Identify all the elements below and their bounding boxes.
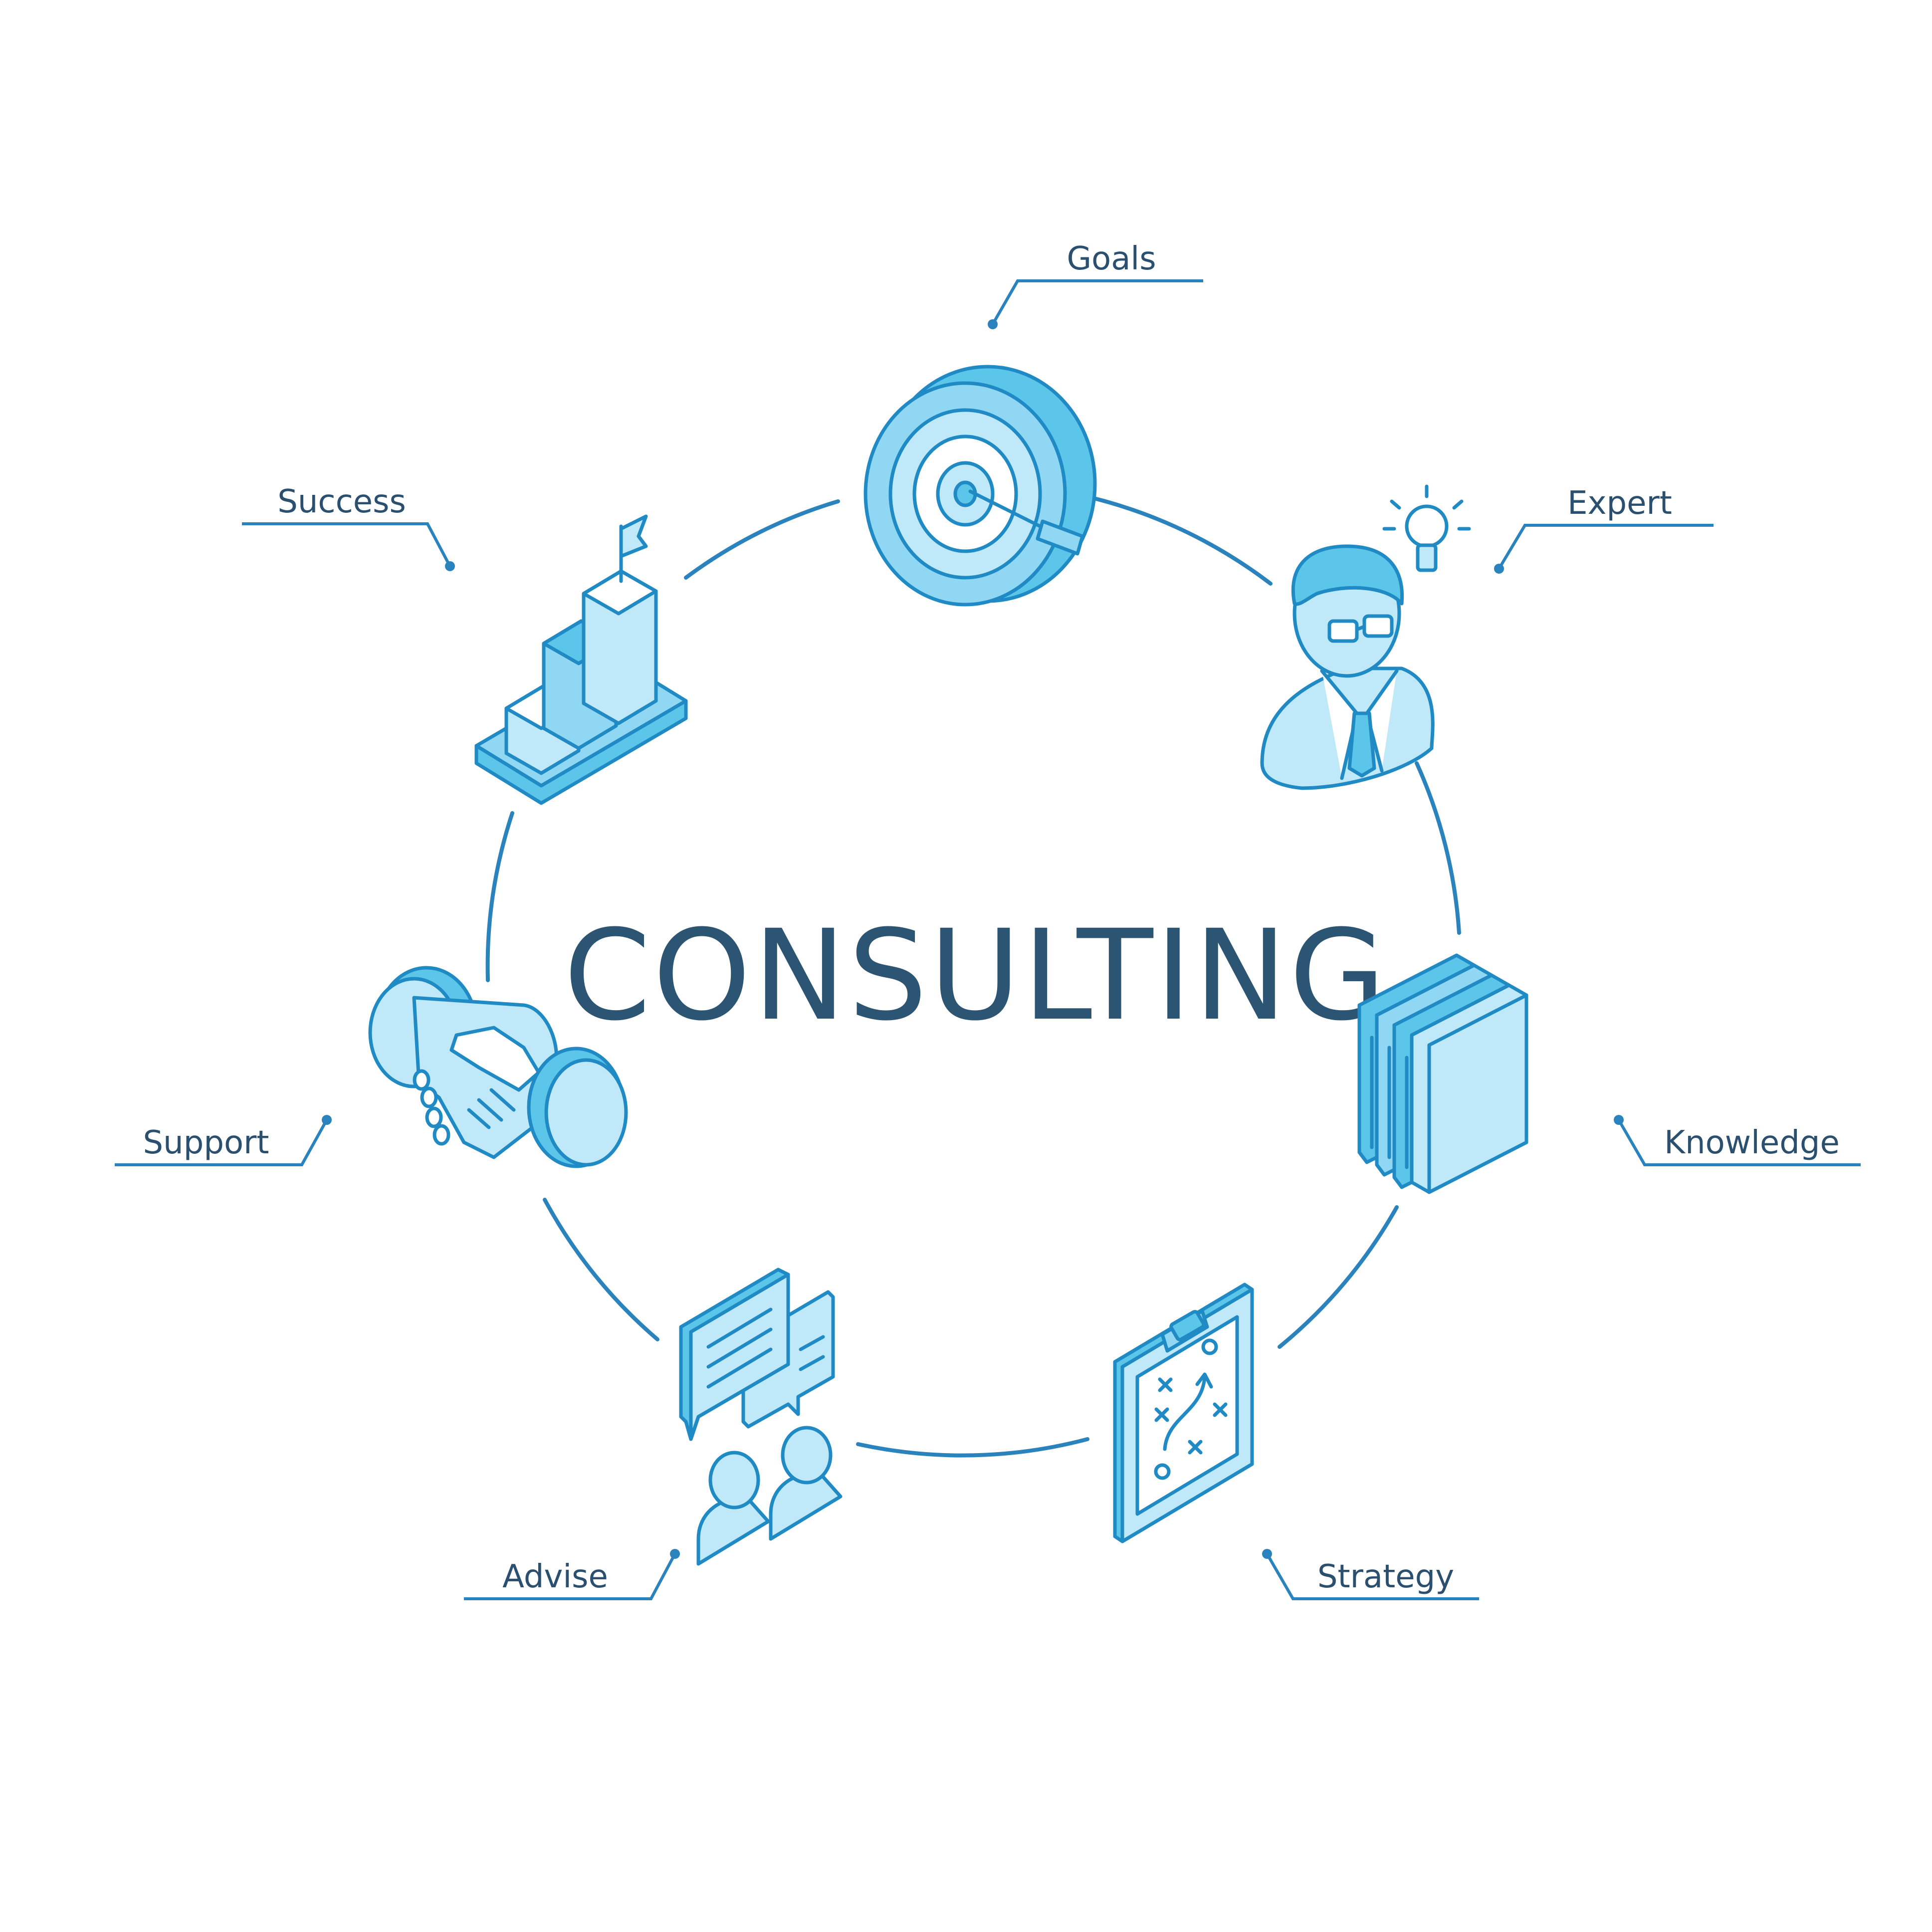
strategy-clipboard-icon (1113, 1283, 1254, 1543)
goals-label: Goals (1067, 240, 1156, 277)
node-knowledge: Knowledge (1357, 953, 1861, 1194)
chat-people-icon (679, 1268, 843, 1566)
expert-person-icon (1260, 484, 1471, 790)
ring-arc-knowledge-strategy (1278, 1205, 1399, 1349)
strategy-label: Strategy (1317, 1558, 1454, 1595)
advise-leader-line (464, 1553, 676, 1600)
goals-leader-dot (988, 319, 998, 329)
node-advise: Advise (464, 1268, 843, 1600)
node-expert: Expert (1260, 484, 1714, 790)
node-strategy: Strategy (1113, 1283, 1479, 1600)
node-success: Success (242, 483, 688, 805)
node-support: Support (115, 966, 628, 1168)
success-leader-dot (445, 561, 455, 571)
knowledge-label: Knowledge (1664, 1124, 1840, 1161)
node-goals: Goals (863, 240, 1203, 607)
strategy-leader-dot (1262, 1549, 1272, 1559)
ring-arc-support-success (485, 811, 514, 982)
books-icon (1357, 953, 1528, 1194)
ring-arc-goals-expert (1066, 490, 1273, 586)
handshake-icon (368, 966, 628, 1168)
support-label: Support (143, 1124, 269, 1161)
expert-leader-line (1498, 524, 1714, 570)
strategy-leader-line (1266, 1553, 1479, 1600)
expert-leader-dot (1494, 564, 1504, 574)
support-leader-dot (322, 1115, 332, 1125)
ring-arc-success-goals (684, 499, 840, 580)
ring-arc-expert-knowledge (1415, 761, 1461, 935)
bar-steps-flag-icon (474, 514, 688, 805)
success-label: Success (277, 483, 406, 520)
support-leader-line (115, 1119, 328, 1166)
goals-leader-line (991, 279, 1203, 325)
ring-arc-advise-support (543, 1198, 659, 1341)
advise-label: Advise (502, 1558, 608, 1595)
ring-arc-strategy-advise (856, 1437, 1089, 1458)
success-leader-line (242, 522, 451, 567)
knowledge-leader-dot (1614, 1115, 1624, 1125)
target-arrow-icon (863, 365, 1097, 607)
cycle-ring (485, 490, 1461, 1458)
expert-label: Expert (1567, 485, 1672, 522)
knowledge-leader-line (1617, 1119, 1861, 1166)
diagram-title: CONSULTING (564, 903, 1388, 1048)
advise-leader-dot (670, 1549, 680, 1559)
